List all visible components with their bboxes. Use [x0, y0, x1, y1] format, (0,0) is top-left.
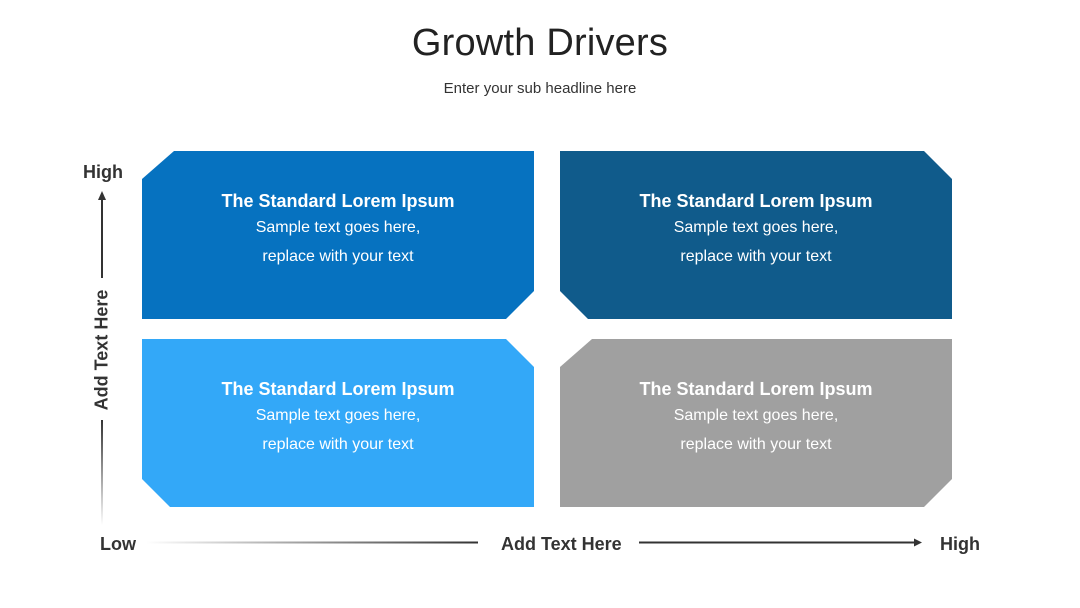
quadrant-text-line-1: Sample text goes here, — [673, 219, 839, 236]
x-axis-line-right — [639, 541, 916, 544]
quadrant-text-line-1: Sample text goes here, — [673, 407, 839, 424]
x-axis-low-label: Low — [100, 534, 136, 554]
quadrant-top-left: The Standard Lorem Ipsum Sample text goe… — [142, 151, 534, 319]
quadrant-heading: The Standard Lorem Ipsum — [221, 191, 455, 211]
y-axis-high-label: High — [83, 162, 123, 182]
quadrant-text-line-1: Sample text goes here, — [255, 407, 421, 424]
quadrant-heading: The Standard Lorem Ipsum — [639, 191, 873, 211]
y-axis-title: Add Text Here — [91, 289, 112, 411]
quadrant-top-right: The Standard Lorem Ipsum Sample text goe… — [560, 151, 952, 319]
quadrant-bottom-left: The Standard Lorem Ipsum Sample text goe… — [142, 339, 534, 507]
page-subtitle: Enter your sub headline here — [443, 80, 637, 97]
quadrant-bottom-right: The Standard Lorem Ipsum Sample text goe… — [560, 339, 952, 507]
x-axis-arrowhead — [914, 538, 922, 547]
quadrant-text-line-2: replace with your text — [262, 436, 414, 453]
quadrant-heading: The Standard Lorem Ipsum — [221, 379, 455, 399]
page-title: Growth Drivers — [411, 22, 669, 64]
y-axis-line-lower — [101, 420, 103, 525]
quadrant-text-line-1: Sample text goes here, — [255, 219, 421, 236]
x-axis-high-label: High — [940, 534, 980, 554]
quadrant-heading: The Standard Lorem Ipsum — [639, 379, 873, 399]
x-axis-title: Add Text Here — [501, 534, 622, 554]
y-axis-line-upper — [101, 198, 103, 278]
quadrant-text-line-2: replace with your text — [680, 248, 832, 265]
y-axis-arrowhead — [98, 191, 106, 200]
x-axis-line-left — [146, 541, 478, 544]
quadrant-text-line-2: replace with your text — [680, 436, 832, 453]
quadrant-text-line-2: replace with your text — [262, 248, 414, 265]
